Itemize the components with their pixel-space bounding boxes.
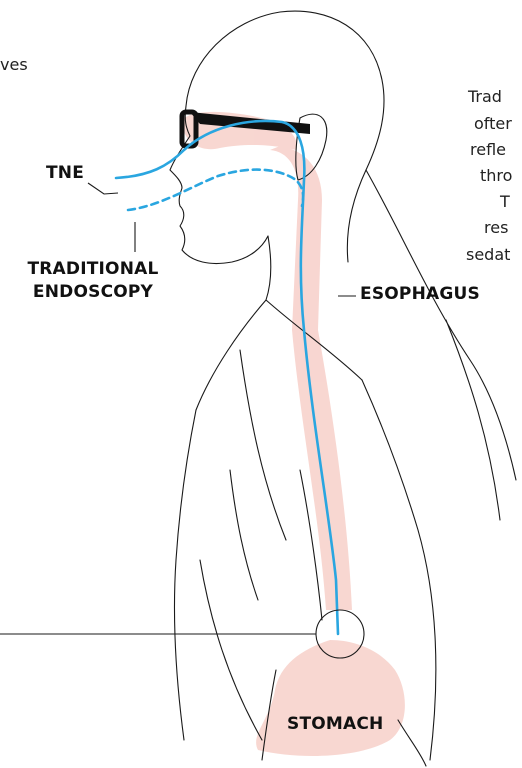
throat-highlight	[270, 146, 322, 330]
anatomy-highlight	[184, 112, 405, 756]
traditional-label-line1: TRADITIONAL	[8, 258, 178, 281]
traditional-label-line2: ENDOSCOPY	[8, 281, 178, 304]
cropped-line: refle	[470, 137, 506, 163]
stomach-highlight	[256, 640, 405, 756]
cropped-line: sedat	[466, 242, 510, 268]
cropped-line: Trad	[468, 84, 502, 110]
cropped-line: ofter	[474, 111, 512, 137]
cropped-line: T	[500, 189, 510, 215]
cropped-line: thro	[480, 163, 512, 189]
cropped-line: res	[484, 215, 508, 241]
tne-leader-line	[88, 183, 118, 194]
traditional-endoscopy-label: TRADITIONAL ENDOSCOPY	[8, 258, 178, 304]
esophagus-label: ESOPHAGUS	[360, 284, 480, 304]
stomach-label: STOMACH	[287, 714, 383, 734]
head-outline	[170, 11, 384, 300]
collar-outline	[196, 300, 362, 410]
cropped-text-top-left: ves	[0, 52, 28, 78]
traditional-scope-path	[128, 170, 303, 210]
tne-label: TNE	[46, 163, 84, 183]
